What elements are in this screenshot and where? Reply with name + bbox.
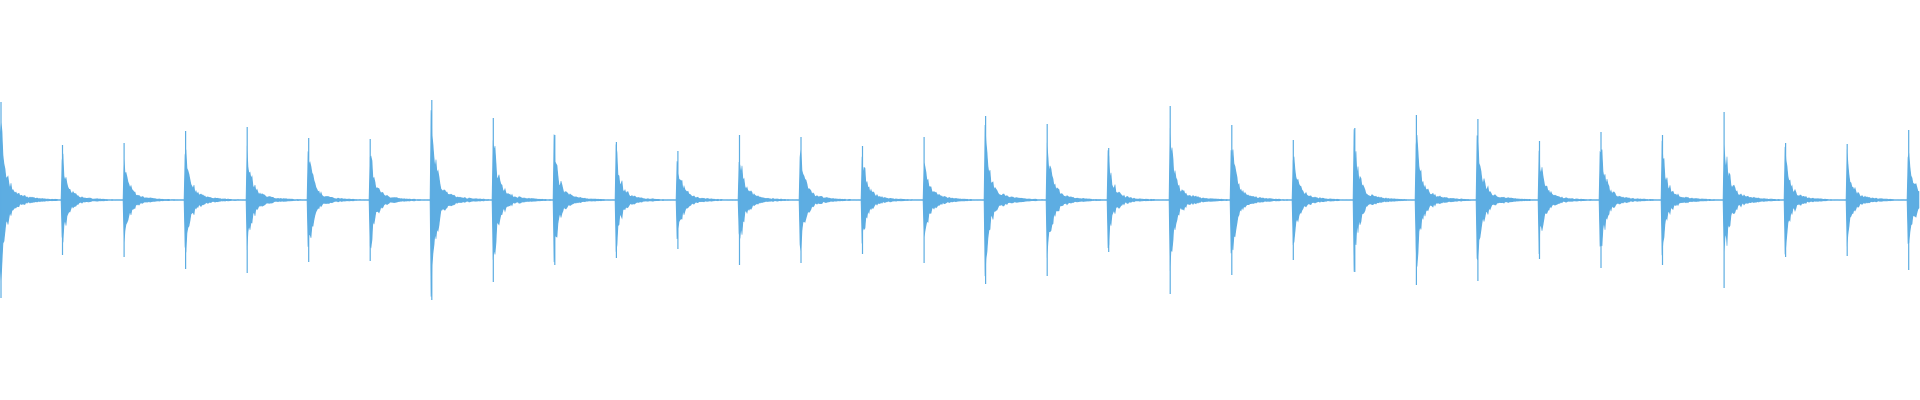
- waveform-envelope: [0, 110, 1920, 297]
- waveform-layer: [0, 100, 1920, 300]
